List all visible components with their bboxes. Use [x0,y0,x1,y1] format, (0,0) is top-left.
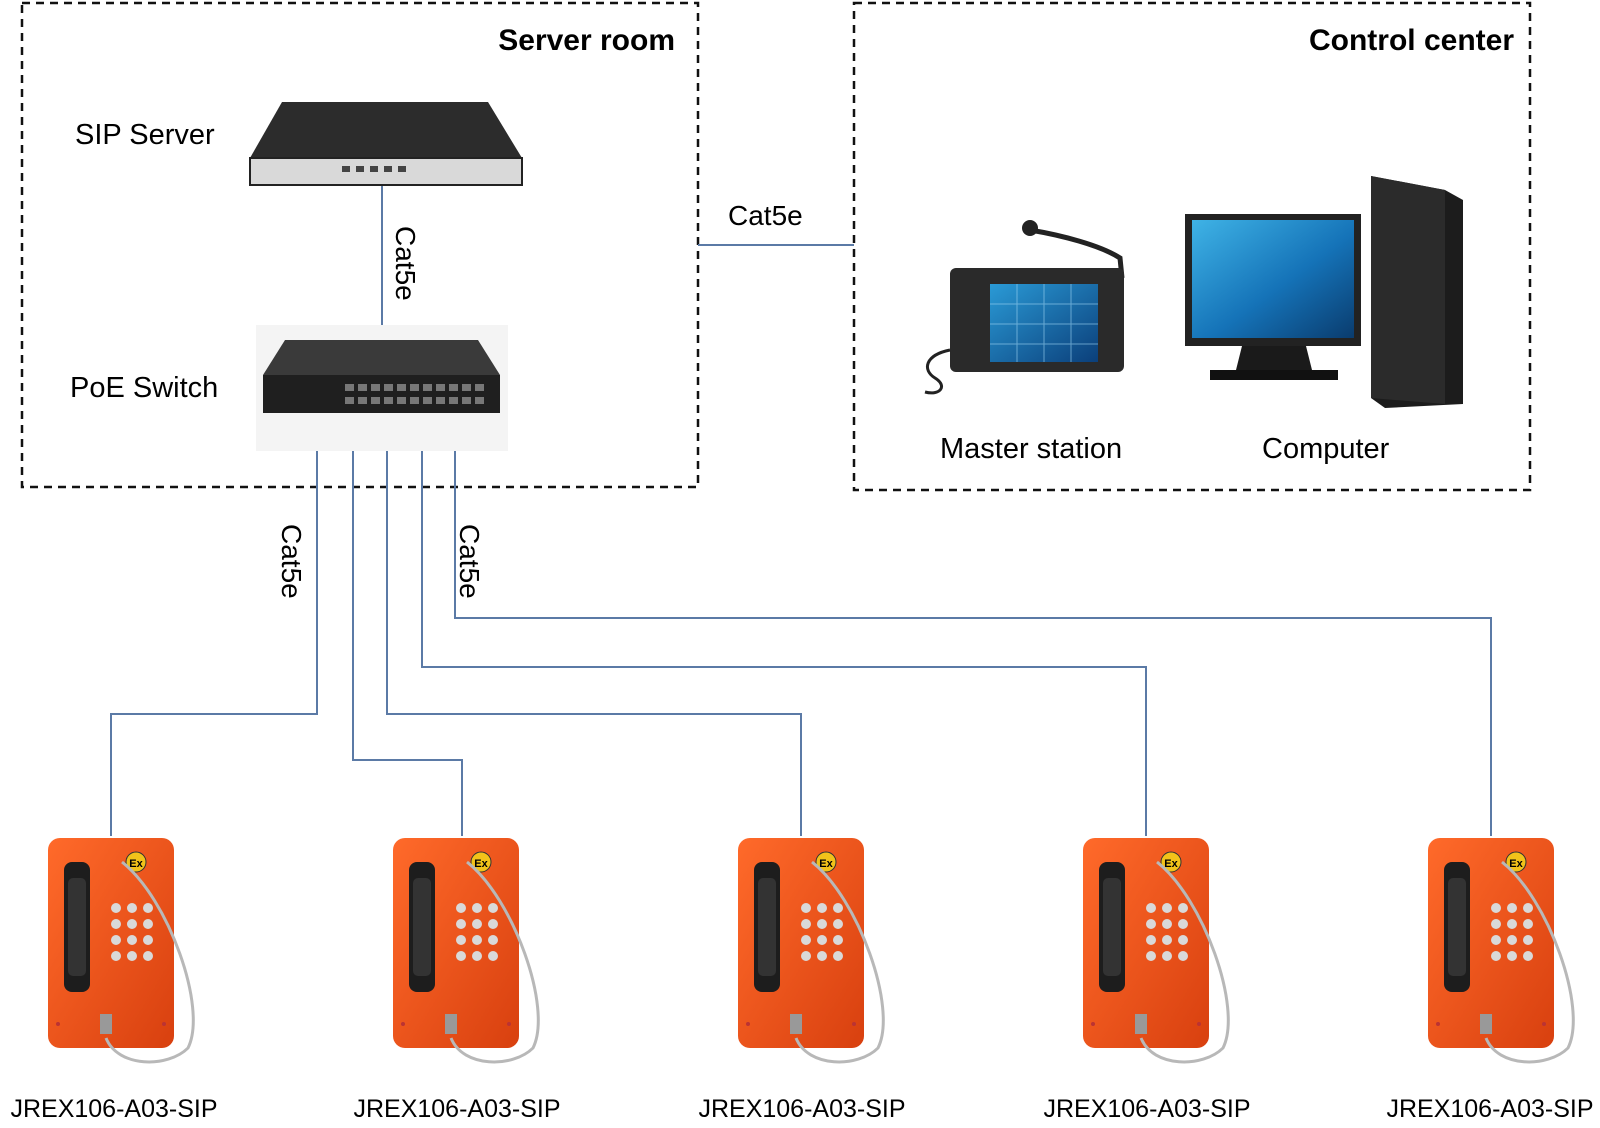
master-station-label: Master station [940,433,1122,465]
computer-label: Computer [1262,433,1390,465]
poe-switch-label: PoE Switch [70,372,218,404]
ex-badge-icon: Ex [474,858,488,870]
phone-1: Ex [46,836,195,1064]
cables [110,185,1492,836]
ex-badge-icon: Ex [129,858,143,870]
cable-label-down-left: Cat5e [276,524,307,599]
master-station-device [924,220,1125,395]
server-room-title: Server room [498,24,675,57]
cable-phone-4 [421,433,1147,836]
cable-phone-2 [352,433,463,836]
phone-3: Ex [736,836,885,1064]
ex-badge-icon: Ex [1509,858,1523,870]
phone-label-2: JREX106-A03-SIP [353,1095,560,1123]
phone-label-4: JREX106-A03-SIP [1043,1095,1250,1123]
cable-label-server-switch: Cat5e [390,226,421,301]
sip-server-label: SIP Server [75,119,215,151]
poe-switch-device [256,325,508,451]
cable-phone-3 [386,433,802,836]
control-center-box [852,1,1532,492]
control-center-title: Control center [1309,24,1514,57]
phone-label-1: JREX106-A03-SIP [10,1095,217,1123]
cable-phone-5 [454,433,1492,836]
phone-4: Ex [1081,836,1230,1064]
phone-label-5: JREX106-A03-SIP [1386,1095,1593,1123]
sip-server-device [249,102,523,186]
cable-label-server-control: Cat5e [728,200,803,231]
ex-badge-icon: Ex [1164,858,1178,870]
phone-2: Ex [391,836,540,1064]
phone-label-3: JREX106-A03-SIP [698,1095,905,1123]
computer-device [1185,176,1463,408]
cable-label-down-right: Cat5e [454,524,485,599]
ex-badge-icon: Ex [819,858,833,870]
cable-phone-1 [110,433,318,836]
phone-5: Ex [1426,836,1575,1064]
